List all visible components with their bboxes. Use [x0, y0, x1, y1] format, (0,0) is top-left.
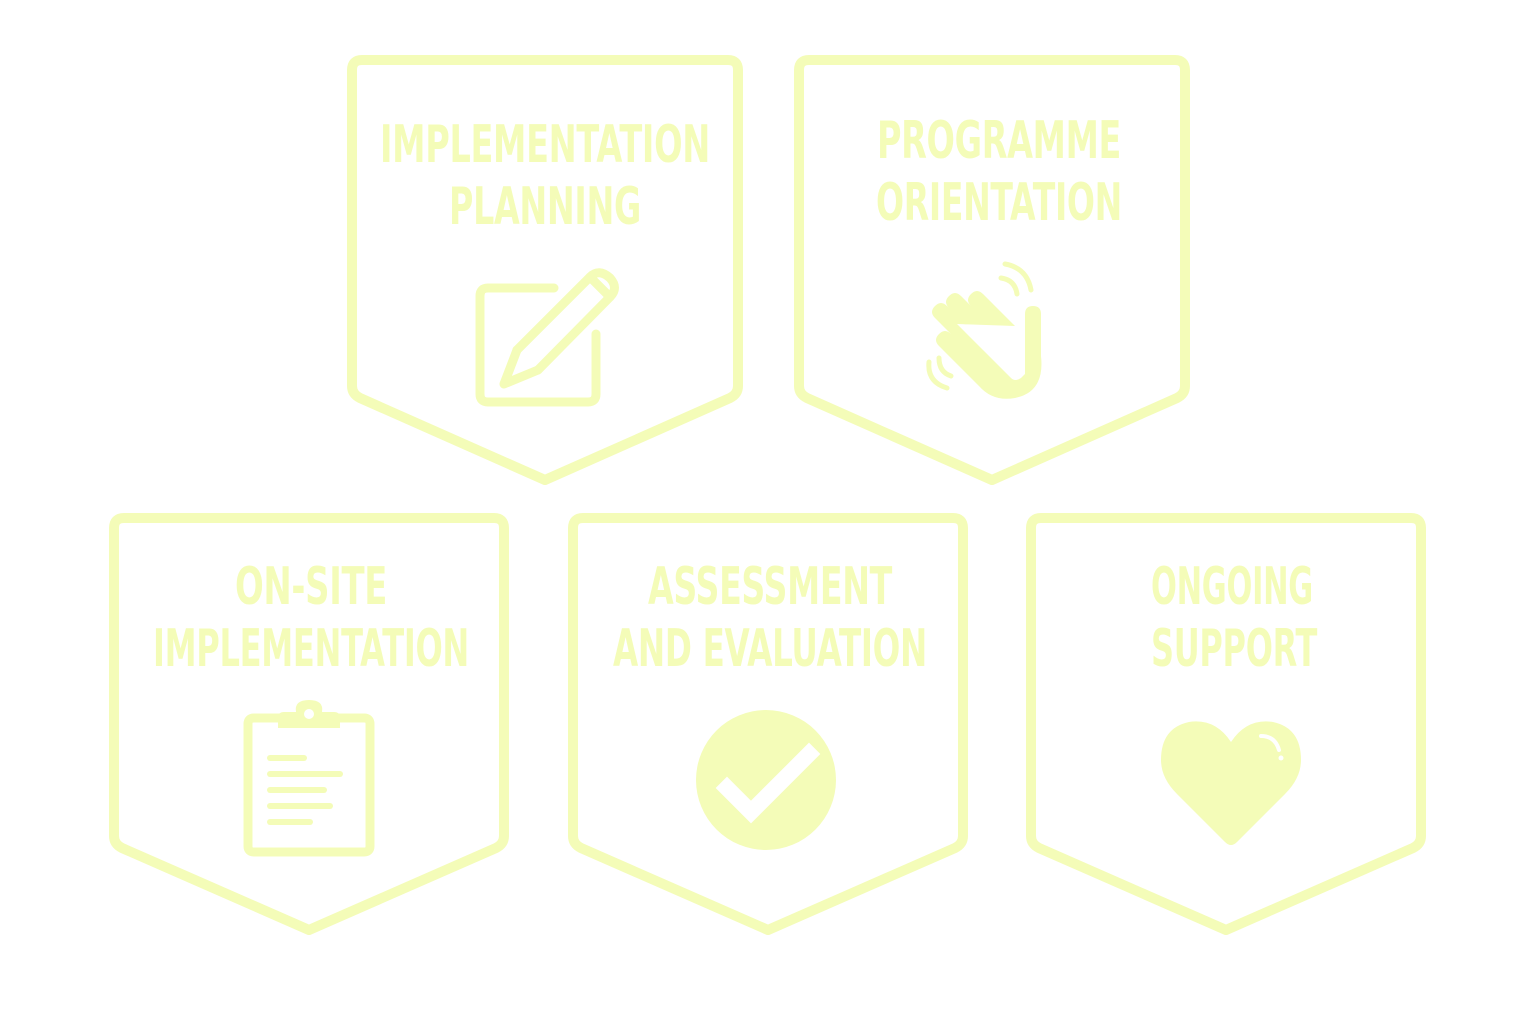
badge-ongoing-support: ONGOING SUPPORT: [1026, 513, 1426, 935]
badge-title-line-2: IMPLEMENTATION: [153, 619, 469, 679]
badge-title-line-2: PLANNING: [449, 177, 641, 237]
badge-title-line-1: ASSESSMENT: [648, 557, 893, 617]
badge-on-site-implementation: ON-SITE IMPLEMENTATION: [109, 513, 509, 935]
badge-programme-orientation: PROGRAMME ORIENTATION: [794, 55, 1190, 485]
clipboard-icon: [243, 700, 375, 857]
badge-shield-outline: [794, 55, 1190, 485]
badge-title-line-2: ORIENTATION: [876, 173, 1122, 233]
badge-title-line-1: ON-SITE: [235, 557, 387, 617]
badge-shield-outline: [1026, 513, 1426, 935]
badge-title-line-2: SUPPORT: [1151, 619, 1318, 679]
check-circle-icon: [696, 710, 836, 850]
waving-hand-icon: [926, 261, 1042, 399]
badge-shield-outline: [347, 55, 743, 485]
badge-implementation-planning: IMPLEMENTATION PLANNING: [347, 55, 743, 485]
badge-assessment-evaluation: ASSESSMENT AND EVALUATION: [568, 513, 968, 935]
badge-title-line-1: ONGOING: [1151, 557, 1313, 617]
badge-title-line-1: PROGRAMME: [877, 111, 1121, 171]
pencil-on-paper-icon: [475, 268, 619, 407]
badge-title-line-1: IMPLEMENTATION: [380, 115, 710, 175]
badge-title-line-2: AND EVALUATION: [613, 619, 927, 679]
heart-icon: [1161, 721, 1301, 845]
